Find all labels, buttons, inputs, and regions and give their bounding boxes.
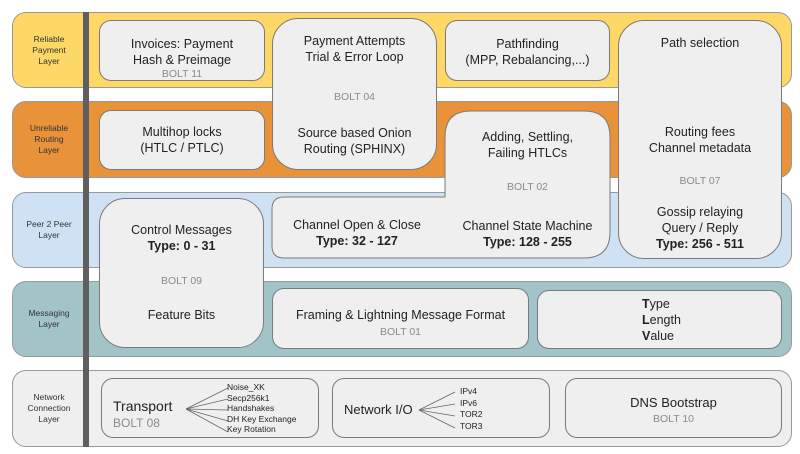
- box-text: Hash & Preimage: [133, 53, 231, 67]
- tlv-initial: V: [642, 329, 651, 343]
- fan-lines: [418, 391, 456, 429]
- type-range: Type: 128 - 255: [483, 235, 572, 249]
- box-text: Pathfinding: [496, 37, 559, 51]
- bolt-label: BOLT 08: [113, 416, 160, 430]
- box-text: Payment Attempts: [303, 34, 406, 48]
- transport-item: Noise_XK: [227, 382, 265, 392]
- fan-line: [185, 408, 229, 422]
- tlv-rest: ength: [649, 313, 681, 327]
- box-text: Feature Bits: [147, 308, 216, 322]
- tlv-text: Type Length Value: [642, 296, 681, 344]
- box-text: Channel metadata: [648, 141, 752, 155]
- dns-title: DNS Bootstrap: [630, 395, 717, 410]
- box-text: Adding, Settling,: [481, 130, 574, 144]
- tlv-rest: alue: [650, 329, 674, 343]
- box-text: Multihop locks: [142, 125, 222, 139]
- network-io-item: IPv6: [460, 397, 478, 408]
- bolt-label: BOLT 11: [161, 68, 203, 80]
- channel-open-close: Channel Open & Close Type: 32 - 127: [272, 197, 442, 258]
- box-text: Source based Onion: [297, 126, 412, 140]
- network-io-box: Network I/O IPv4 IPv6 TOR2 TOR3: [332, 378, 550, 438]
- bolt-label: BOLT 10: [652, 413, 695, 425]
- transport-title: Transport: [113, 398, 173, 414]
- box-text: Routing (SPHINX): [303, 142, 406, 156]
- type-range: Type: 0 - 31: [147, 239, 216, 253]
- transport-items: Noise_XK Secp256k1 Handshakes DH Key Exc…: [227, 382, 296, 435]
- type-range: Type: 256 - 511: [655, 237, 744, 251]
- fan-line: [185, 387, 229, 410]
- htlc-shape-outline: [271, 110, 611, 259]
- box-text: Failing HTLCs: [487, 146, 568, 160]
- box-text: Channel State Machine: [462, 219, 593, 233]
- fan-line: [185, 408, 229, 411]
- layer-divider: [83, 12, 89, 447]
- layer-label: Peer 2 Peer Layer: [26, 219, 72, 240]
- layer-label: Messaging Layer: [28, 308, 70, 329]
- bolt-label: BOLT 09: [160, 275, 203, 287]
- box-text: Query / Reply: [661, 221, 739, 235]
- fan-lines: [185, 387, 229, 433]
- pathfinding-box: Pathfinding (MPP, Rebalancing,...): [445, 20, 610, 81]
- bolt-label: BOLT 04: [333, 91, 376, 103]
- box-text: Gossip relaying: [656, 205, 744, 219]
- dns-bootstrap-box: DNS Bootstrap BOLT 10: [565, 378, 782, 438]
- network-io-item: IPv4: [460, 386, 478, 396]
- framing-box: Framing & Lightning Message Format BOLT …: [272, 288, 529, 349]
- fan-line: [418, 409, 456, 417]
- type-range: Type: 32 - 127: [316, 234, 398, 248]
- bolt-label: BOLT 02: [506, 181, 549, 193]
- bolt-label: BOLT 07: [679, 175, 721, 187]
- network-io-item: TOR3: [460, 420, 483, 431]
- multihop-locks-box: Multihop locks (HTLC / PTLC): [99, 110, 265, 170]
- network-io-items: IPv4 IPv6 TOR2 TOR3: [460, 386, 483, 432]
- layer-label: Reliable Payment Layer: [32, 33, 66, 66]
- box-text: Invoices: Payment: [130, 37, 234, 51]
- box-text: Control Messages: [131, 223, 232, 237]
- fan-line: [418, 391, 456, 411]
- box-text: Framing & Lightning Message Format: [295, 308, 506, 322]
- layer-label: Network Connection Layer: [27, 392, 71, 424]
- bolt-label: BOLT 01: [379, 326, 422, 338]
- network-io-title: Network I/O: [344, 402, 413, 417]
- transport-item: Handshakes: [227, 403, 275, 413]
- fan-line: [418, 409, 456, 429]
- path-selection-box: Path selection Routing fees Channel meta…: [618, 20, 782, 259]
- payment-attempts-box: Payment Attempts Trial & Error Loop BOLT…: [272, 18, 437, 170]
- layer-label: Unreliable Routing Layer: [29, 123, 69, 155]
- htlc-box: Adding, Settling, Failing HTLCs BOLT 02 …: [445, 111, 610, 258]
- transport-box: Transport BOLT 08 Noise_XK Secp256k1 Han…: [101, 378, 319, 438]
- box-text: (HTLC / PTLC): [140, 141, 224, 155]
- transport-item: Key Rotation: [227, 424, 276, 434]
- fan-line: [185, 408, 229, 433]
- network-io-item: TOR2: [460, 409, 483, 419]
- transport-item: DH Key Exchange: [227, 413, 297, 424]
- box-text: Trial & Error Loop: [305, 50, 404, 64]
- box-text: (MPP, Rebalancing,...): [465, 53, 590, 67]
- tlv-initial: L: [642, 313, 650, 327]
- transport-item: Secp256k1: [227, 392, 270, 403]
- tlv-rest: ype: [649, 297, 670, 311]
- box-text: Path selection: [660, 36, 740, 50]
- invoices-box: Invoices: Payment Hash & Preimage BOLT 1…: [99, 20, 265, 81]
- fan-line: [185, 398, 229, 410]
- fan-line: [418, 403, 456, 411]
- box-text: Routing fees: [664, 125, 736, 139]
- control-messages-box: Control Messages Type: 0 - 31 BOLT 09 Fe…: [99, 198, 264, 348]
- box-text: Channel Open & Close: [293, 218, 421, 232]
- tlv-box: Type Length Value: [537, 290, 782, 349]
- tlv-initial: T: [642, 297, 650, 311]
